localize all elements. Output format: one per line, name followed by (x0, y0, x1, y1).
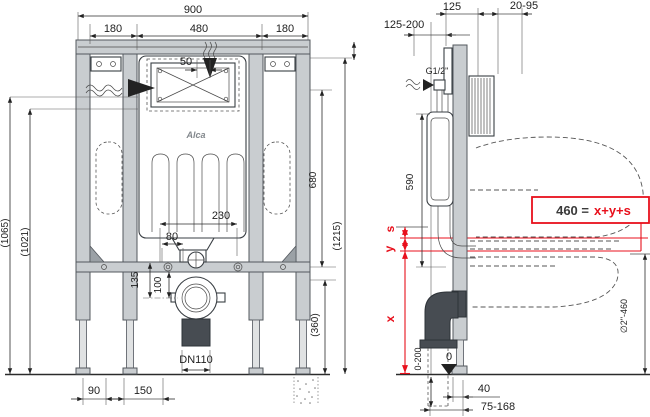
mount-slot-left (95, 141, 123, 215)
var-y: y (382, 245, 396, 252)
formula-lhs: 460 = (556, 203, 589, 218)
inlet-arrow (423, 79, 434, 91)
dim-125: 125 (443, 1, 461, 13)
cistern-side (426, 111, 476, 259)
dim-680: 680 (308, 171, 319, 188)
dim-80: 80 (166, 231, 178, 243)
rail-bolt (163, 262, 173, 272)
formula-box: 460 = x+y+s (531, 196, 650, 251)
water-inlet: G1/2" (405, 66, 449, 112)
dim-height-1065: (1065) (0, 219, 11, 248)
formula-rhs: x+y+s (594, 203, 631, 218)
flush-opening-dashed (146, 58, 240, 112)
rail-bolt (233, 262, 243, 272)
dim-90: 90 (88, 385, 100, 397)
dim-height-1215: (1215) (332, 222, 343, 251)
water-thread-label: G1/2" (426, 66, 449, 76)
front-dimensions: 900 180 480 180 50 (1065) (1021) (0, 4, 352, 405)
dim-230: 230 (212, 210, 230, 222)
dim-590: 590 (405, 173, 416, 190)
dim-flush-offset: 50 (180, 56, 192, 68)
drain-label: DN110 (179, 354, 212, 366)
wall-bracket-right (264, 56, 296, 72)
tank-rib (151, 153, 170, 232)
dim-0-200: 0-200 (413, 347, 423, 370)
side-view: G1/2" 125 (351, 0, 650, 416)
dim-overall-width: 900 (184, 4, 202, 16)
gusset-right (281, 244, 297, 263)
dim-360: (360) (310, 313, 321, 336)
gusset-left (89, 244, 105, 263)
var-s: s (383, 225, 397, 232)
dim-depth-range: 125-200 (384, 19, 424, 31)
dim-20-95: 20-95 (510, 0, 538, 12)
adjustable-feet (75, 319, 311, 375)
dim-75-168: 75-168 (481, 401, 515, 413)
dim-center-width: 480 (190, 23, 208, 35)
floor-hatch (293, 377, 319, 405)
frame-column-inner-right (248, 53, 264, 321)
side-dimensions: 125 20-95 125-200 590 s y (382, 0, 650, 416)
dim-right-offset: 180 (276, 23, 294, 35)
floor-level-label: 0 (446, 351, 452, 363)
dim-150: 150 (134, 385, 152, 397)
dim-40: 40 (478, 383, 490, 395)
floor-zero-marker: 0 (441, 351, 457, 375)
dim-left-offset: 180 (104, 23, 122, 35)
outlet-height-label: ∅2"-460 (619, 299, 629, 333)
tank-rib (201, 153, 220, 232)
wall-anchor-hatched (468, 75, 495, 137)
frame-column-outer-left (75, 53, 91, 321)
dim-height-1021: (1021) (20, 228, 31, 257)
dim-135: 135 (130, 271, 141, 288)
mount-slot-right (263, 141, 291, 215)
toilet-bowl-dashed (470, 136, 644, 308)
brand-logo: Alca (185, 130, 205, 140)
wall-bracket-left (90, 56, 122, 72)
tank-rib (226, 153, 245, 232)
var-x: x (383, 315, 397, 322)
drain-pipe-dn110 (181, 318, 211, 347)
drain-flange (170, 276, 226, 320)
water-supply-arrow (85, 79, 155, 97)
front-view: Alca (0, 4, 352, 405)
dim-100: 100 (153, 276, 164, 293)
waste-elbow (419, 290, 467, 407)
tank-rib (176, 153, 195, 232)
